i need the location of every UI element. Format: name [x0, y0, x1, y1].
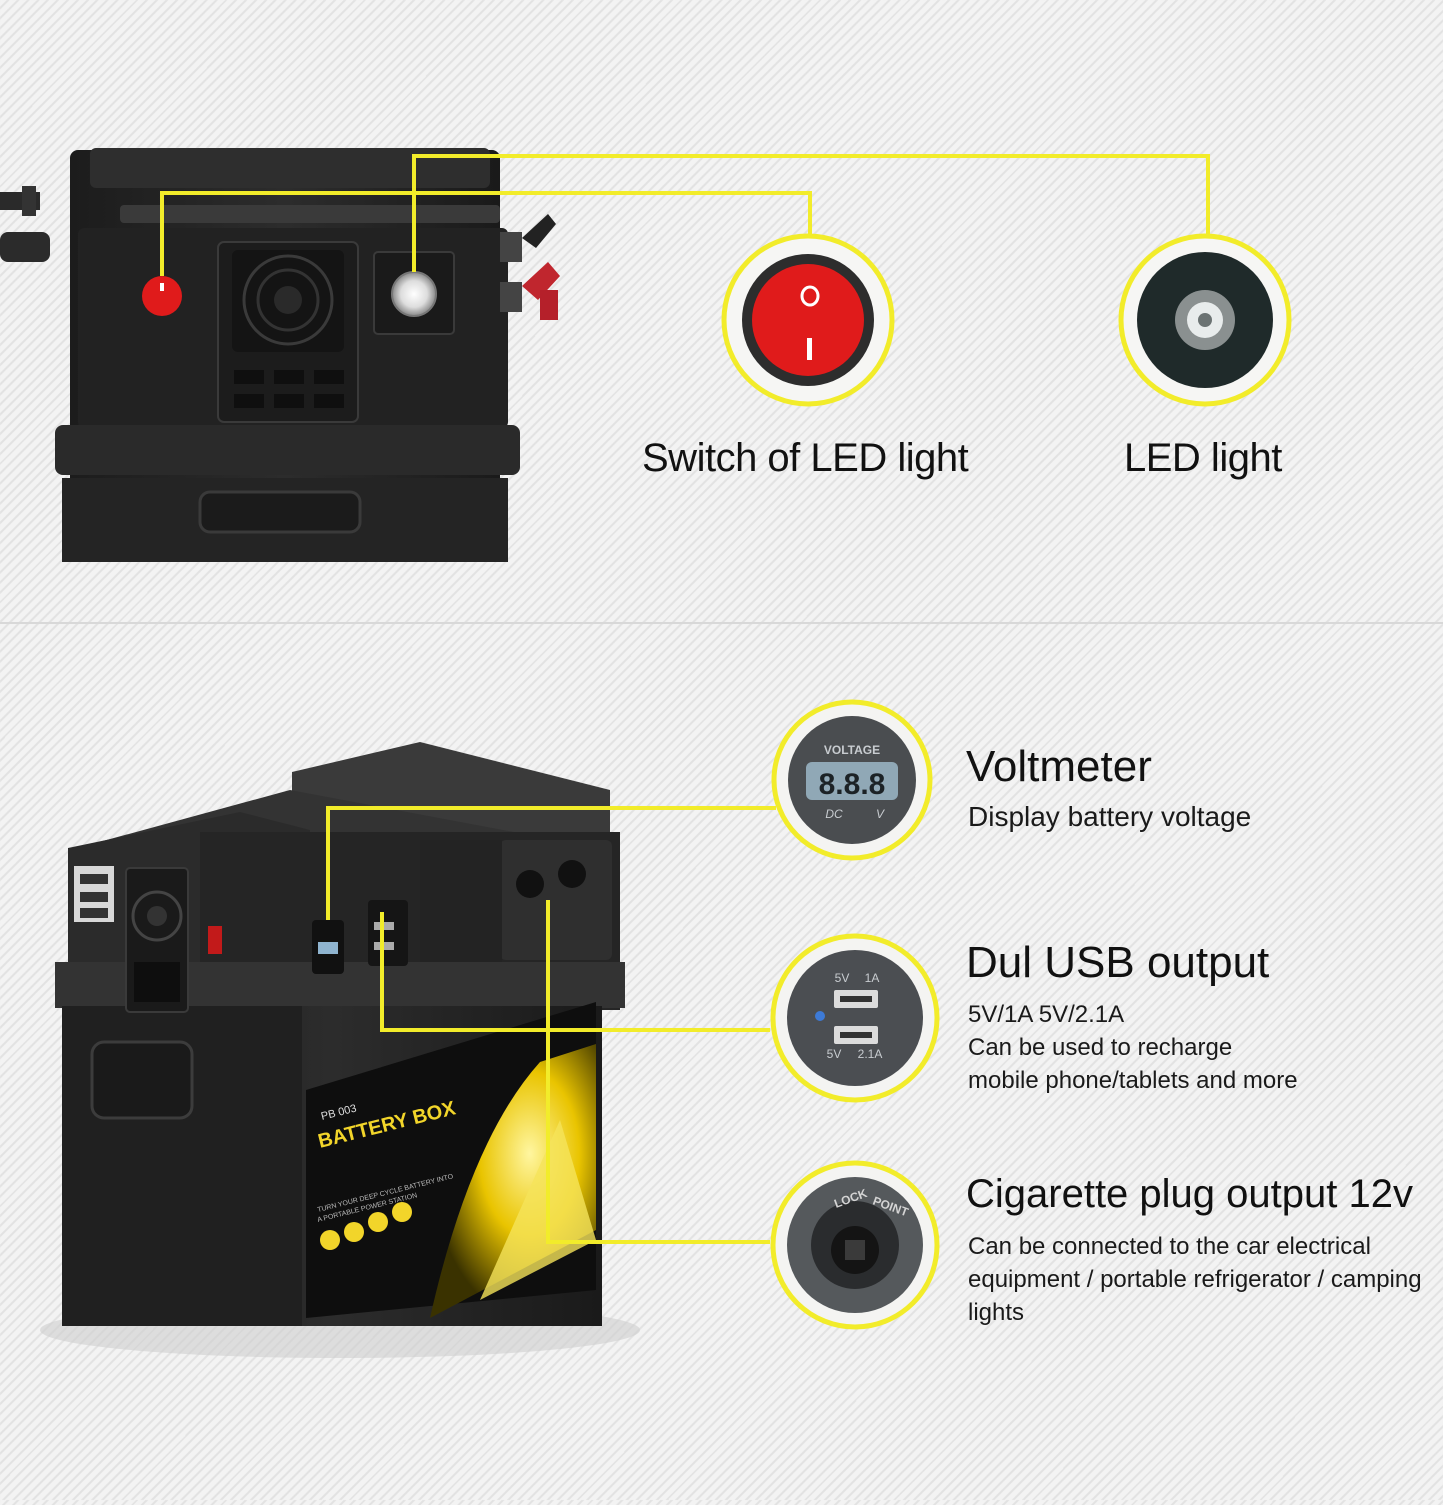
cigarette-title: Cigarette plug output 12v	[966, 1172, 1413, 1216]
box-led-light	[391, 271, 437, 317]
cigarette-desc-1: Can be connected to the car electrical	[968, 1233, 1371, 1260]
usb-desc-2: mobile phone/tablets and more	[968, 1067, 1298, 1094]
cigarette-desc-3: lights	[968, 1299, 1025, 1326]
switch-label: Switch of LED light	[642, 436, 969, 480]
led-dial	[1118, 233, 1292, 407]
voltmeter-desc: Display battery voltage	[968, 801, 1252, 832]
cigarette-desc-2: equipment / portable refrigerator / camp…	[968, 1266, 1422, 1293]
usb-dial-port1-a: 1A	[865, 971, 880, 985]
cigarette-dial: LOCK POINT	[770, 1160, 940, 1330]
top-callout-lines	[160, 154, 1210, 276]
voltmeter-title: Voltmeter	[966, 742, 1152, 791]
usb-dial-port2-a: 2.1A	[858, 1047, 883, 1061]
bottom-callout-lines	[326, 806, 776, 1244]
led-label: LED light	[1124, 436, 1282, 480]
usb-dial-port1-v: 5V	[835, 971, 850, 985]
section-divider	[0, 622, 1443, 624]
voltmeter-dial-dc: DC	[825, 807, 843, 821]
voltmeter-dial-label: VOLTAGE	[824, 743, 880, 757]
switch-dial	[721, 233, 895, 407]
usb-title: Dul USB output	[966, 938, 1270, 987]
usb-dial-port2-v: 5V	[827, 1047, 842, 1061]
voltmeter-dial: VOLTAGE 8.8.8 DC V	[771, 699, 933, 861]
usb-spec: 5V/1A 5V/2.1A	[968, 1001, 1125, 1028]
bottom-battery-box: PB 003 BATTERY BOX TURN YOUR DEEP CYCLE …	[40, 742, 640, 1358]
usb-dial: 5V 1A 5V 2.1A	[770, 933, 940, 1103]
top-box-closeup	[0, 148, 560, 562]
usb-desc-1: Can be used to recharge	[968, 1034, 1233, 1061]
voltmeter-dial-digits: 8.8.8	[819, 768, 886, 801]
voltmeter-dial-v: V	[876, 807, 885, 821]
box-led-switch	[142, 276, 182, 316]
